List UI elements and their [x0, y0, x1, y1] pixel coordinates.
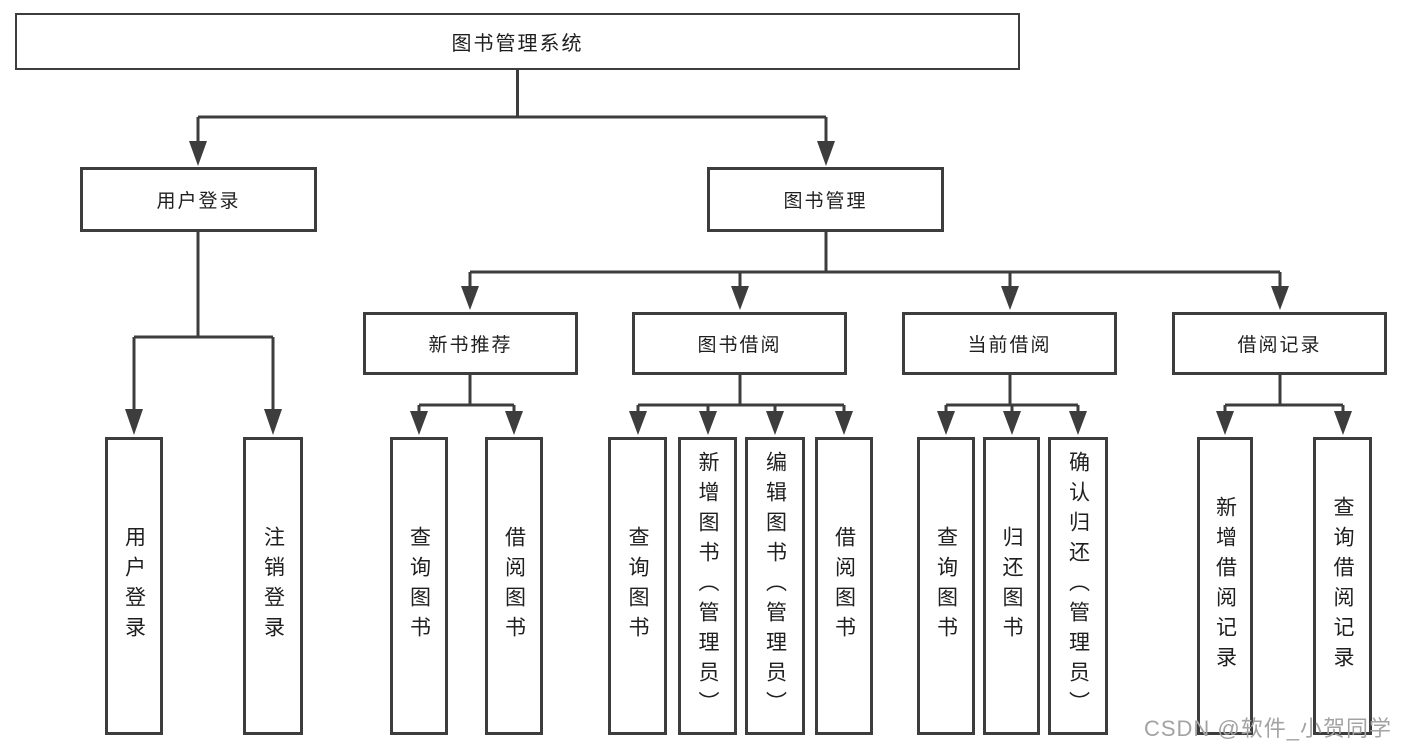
node-borrowing-records: 借阅记录	[1172, 312, 1387, 375]
node-new-book-recommend: 新书推荐	[363, 312, 578, 375]
edge-current-to-leaves	[944, 374, 1080, 413]
leaf-query-books-borrowing: 查询图书	[608, 437, 667, 735]
leaf-confirm-return-admin: 确认归还（管理员）	[1048, 437, 1108, 735]
node-library-management-system: 图书管理系统	[15, 13, 1020, 70]
node-current-borrowing: 当前借阅	[902, 312, 1117, 375]
leaf-add-books-admin: 新增图书（管理员）	[678, 437, 737, 735]
edge-bookmgmt-to-level2	[468, 231, 1282, 288]
leaf-user-login: 用户登录	[105, 437, 163, 735]
leaf-borrow-books-recommend: 借阅图书	[485, 437, 543, 735]
csdn-watermark: CSDN @软件_小贺同学	[1143, 716, 1392, 741]
edge-recommend-to-leaves	[417, 374, 516, 413]
node-book-management: 图书管理	[707, 167, 944, 232]
edge-userlogin-to-leaves	[132, 231, 275, 411]
leaf-query-books-current: 查询图书	[917, 437, 975, 735]
node-book-borrowing: 图书借阅	[632, 312, 847, 375]
leaf-borrow-books-borrowing: 借阅图书	[815, 437, 873, 735]
leaf-query-books-recommend: 查询图书	[390, 437, 448, 735]
edge-root-to-level1	[196, 70, 828, 143]
leaf-edit-books-admin: 编辑图书（管理员）	[745, 437, 805, 735]
edge-borrowing-to-leaves	[636, 374, 846, 413]
leaf-add-borrow-record: 新增借阅记录	[1197, 437, 1253, 735]
node-user-login: 用户登录	[80, 167, 317, 232]
leaf-return-books: 归还图书	[983, 437, 1040, 735]
leaf-query-borrow-record: 查询借阅记录	[1313, 437, 1372, 735]
leaf-logout: 注销登录	[243, 437, 303, 735]
edge-records-to-leaves	[1223, 374, 1345, 413]
